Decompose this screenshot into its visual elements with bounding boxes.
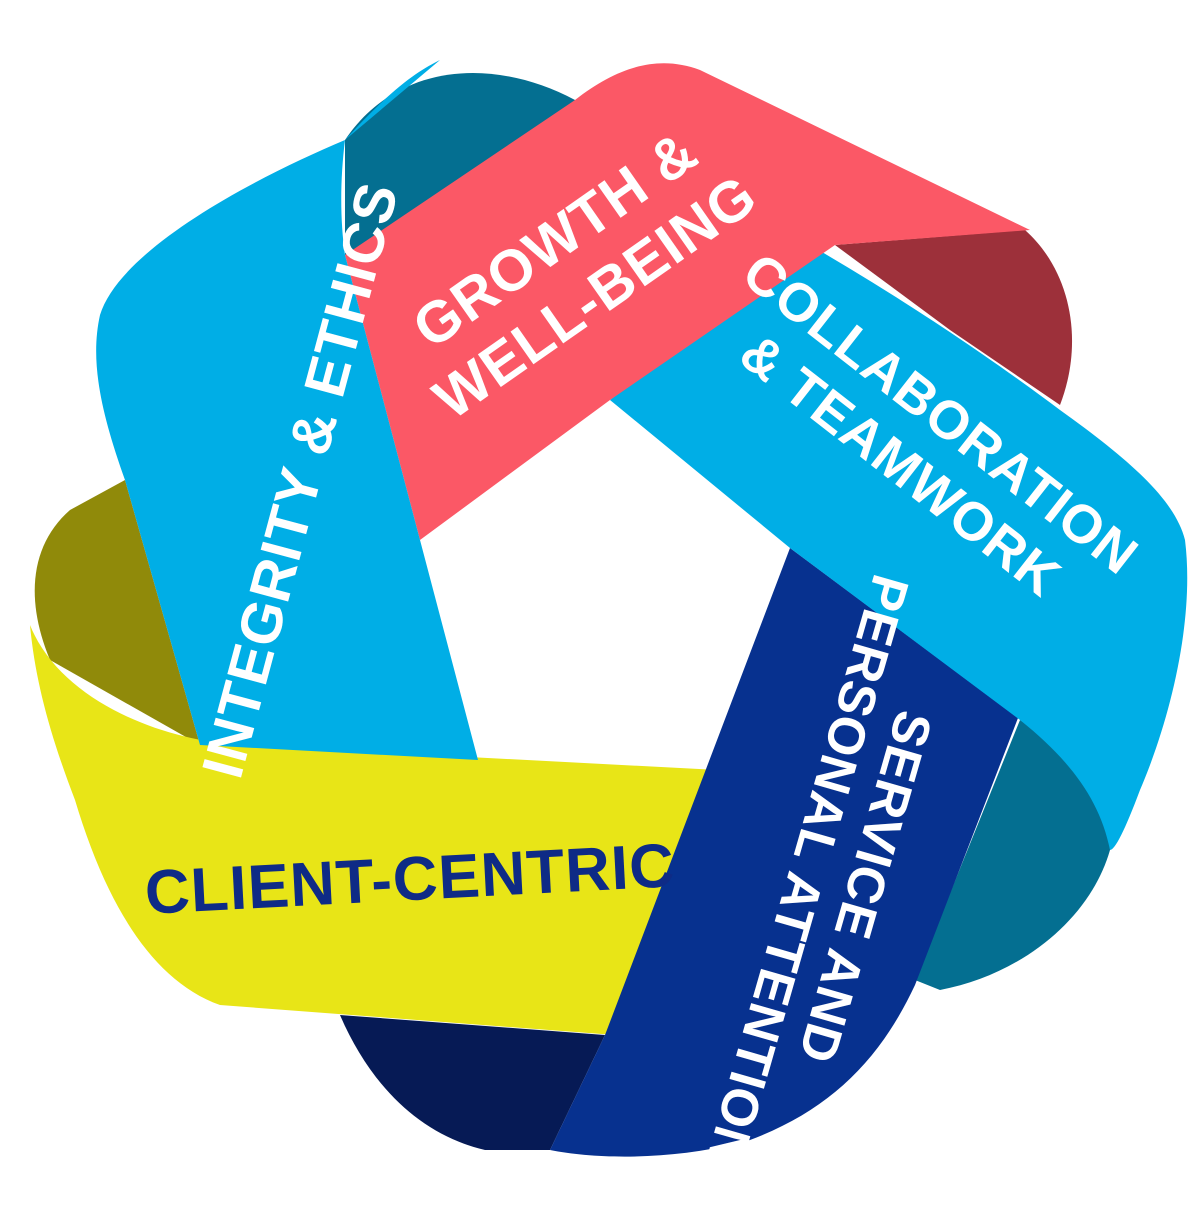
client-ribbon xyxy=(30,625,718,1035)
service-ribbon xyxy=(550,548,1018,1157)
client-ribbon-fold xyxy=(34,480,201,745)
collaboration-ribbon-fold xyxy=(915,720,1110,990)
integrity-ribbon xyxy=(96,60,478,760)
integrity-ribbon-fold xyxy=(345,73,585,255)
growth-ribbon-fold xyxy=(835,230,1073,405)
growth-ribbon xyxy=(345,63,1030,540)
service-ribbon-fold xyxy=(340,1015,605,1150)
collaboration-ribbon xyxy=(610,245,1188,850)
